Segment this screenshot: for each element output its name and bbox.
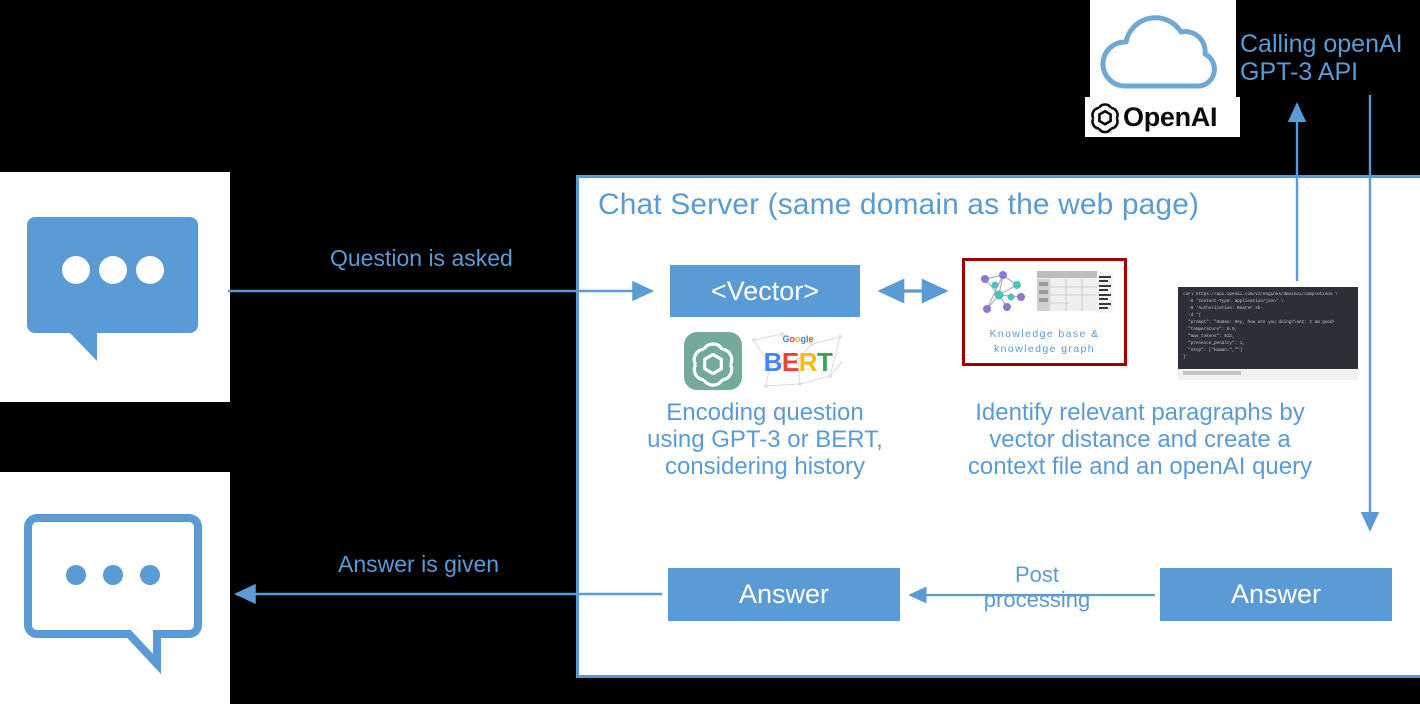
openai-wordmark-text: OpenAI	[1123, 101, 1218, 132]
code-block-scrollbar[interactable]	[1183, 371, 1241, 375]
knowledge-graph-icon	[981, 271, 1025, 313]
chatgpt-logo	[684, 332, 742, 390]
vector-box[interactable]: <Vector>	[670, 265, 860, 317]
caption-post-processing: Post processing	[983, 562, 1091, 612]
code-block-footer	[1178, 369, 1358, 380]
kb-caption-line-2: knowledge graph	[994, 342, 1095, 355]
bert-google-label: Google	[782, 334, 814, 344]
openai-logo-icon	[692, 342, 734, 387]
caption-answer-is-given: Answer is given	[338, 551, 500, 577]
bert-wordmark: BERT	[763, 347, 833, 377]
chat-bubble-filled-icon	[27, 217, 198, 361]
knowledge-base-box[interactable]: Knowledge base & knowledge graph	[962, 258, 1127, 366]
code-snippet-text: curl https://api.openai.com/v1/engines/d…	[1183, 292, 1338, 360]
answer-box-right[interactable]: Answer	[1160, 568, 1392, 621]
cloud-icon	[1100, 15, 1217, 89]
caption-question-is-asked: Question is asked	[330, 245, 513, 271]
caption-calling-openai-api: Calling openAI GPT-3 API	[1240, 30, 1403, 86]
chat-bubble-outline-icon	[24, 514, 202, 675]
caption-encoding: Encoding question using GPT-3 or BERT, c…	[647, 399, 883, 480]
api-request-code-block: curl https://api.openai.com/v1/engines/d…	[1178, 287, 1358, 369]
chat-server-title: Chat Server (same domain as the web page…	[598, 188, 1200, 221]
knowledge-base-caption: Knowledge base & knowledge graph	[965, 327, 1124, 357]
google-bert-logo: Google BERT	[752, 332, 844, 388]
network-mesh-decoration	[752, 332, 843, 388]
openai-wordmark: OpenAI	[1085, 97, 1240, 137]
caption-identify: Identify relevant paragraphs by vector d…	[967, 399, 1313, 480]
answer-box-left[interactable]: Answer	[668, 568, 900, 621]
user-question-bubble-panel	[0, 172, 230, 402]
user-answer-bubble-panel	[0, 472, 230, 704]
database-table-icon	[1037, 271, 1113, 313]
openai-logo-icon	[1091, 103, 1119, 134]
kb-caption-line-1: Knowledge base &	[989, 327, 1100, 340]
